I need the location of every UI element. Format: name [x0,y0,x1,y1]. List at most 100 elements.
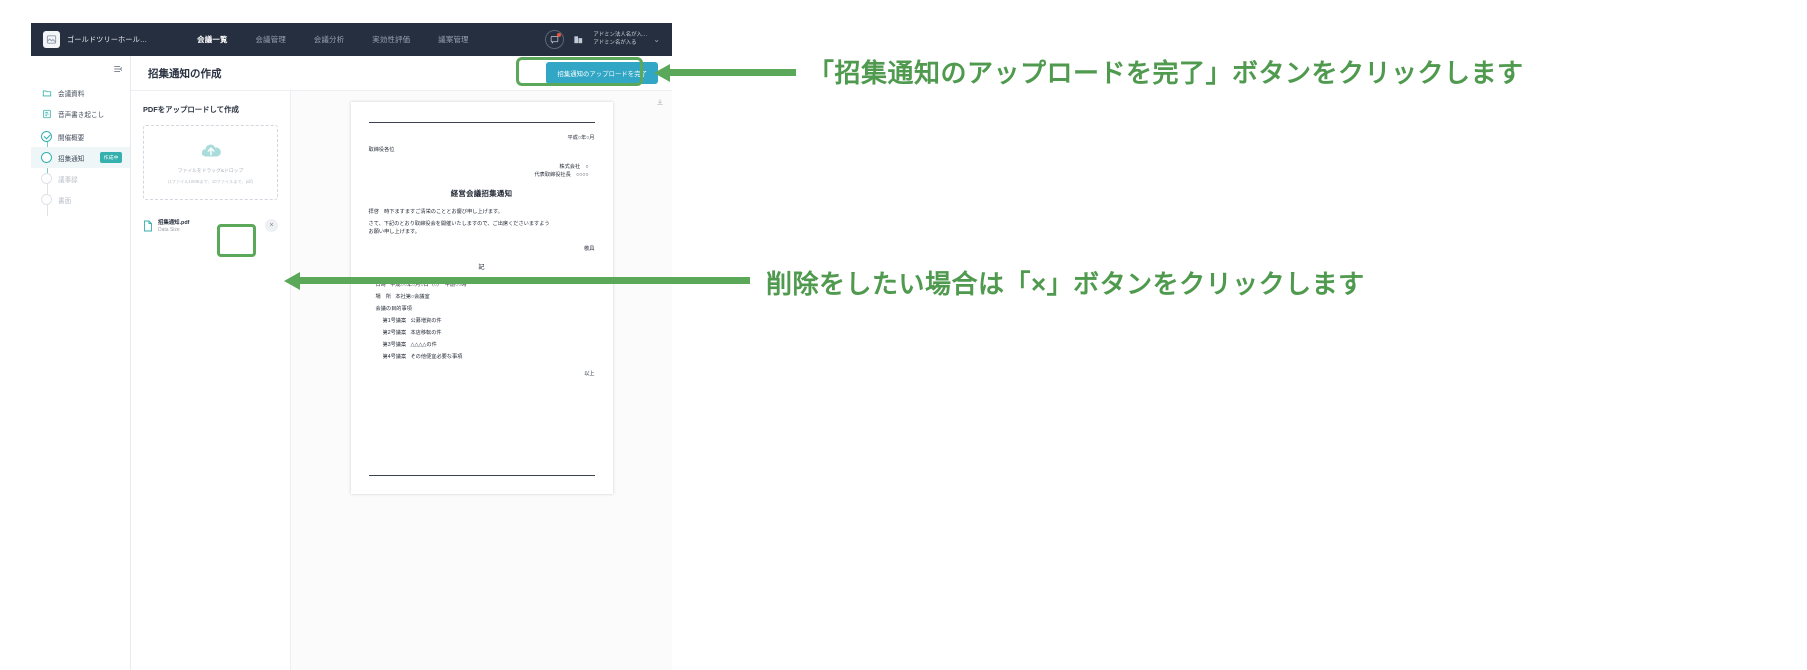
primary-button[interactable]: 招集通知のアップロードを完了 [546,62,658,84]
agenda-text: 本店移転の件 [410,329,442,336]
upload-pane: PDFをアップロードして作成 ファイルをドラッグ&ドロップ (1ファイル10MB… [131,91,291,670]
main-content: 招集通知の作成 招集通知のアップロードを完了 PDFをアップロードして作成 [131,56,672,670]
doc-company: 株式会社 ○ [559,164,589,171]
doc-end-mark: 以上 [584,371,595,378]
step-current-icon [41,152,52,163]
main-header: 招集通知の作成 招集通知のアップロードを完了 [131,56,672,91]
bottom-rule [368,475,595,476]
dropzone-secondary-text: (1ファイル10MBまで、10ファイルまで、pdf) [168,179,253,185]
doc-body-2: お願い申し上げます。 [368,228,420,235]
sidebar-item-label: 音声書き起こし [58,111,105,119]
file-meta: 招集通知.pdf Data Size [158,218,189,233]
doc-title: 経営会議招集通知 [450,189,513,199]
sidebar-item-minutes[interactable]: 議事録 [31,168,130,189]
delete-file-button[interactable]: × [265,219,278,232]
notification-dot [557,33,562,37]
file-name: 招集通知.pdf [158,220,190,226]
nav-item-effectiveness-evaluation[interactable]: 実効性評価 [372,35,411,44]
doc-agenda-heading: 会議の目的事項 [375,305,412,312]
doc-datetime-value: 平成○○年○月○日（○） 午前○○時 [390,281,467,288]
page-title: 招集通知の作成 [148,67,222,80]
doc-greeting: 拝啓 時下ますますご清栄のこととお慶び申し上げます。 [368,208,503,215]
agenda-number: 第3号議案 [382,341,407,348]
top-rule [368,122,595,123]
doc-addressee: 取締役各位 [368,147,395,154]
agenda-text: △△△△の件 [410,341,437,348]
download-icon[interactable] [656,98,664,106]
dropzone-primary-text: ファイルをドラッグ&ドロップ [177,169,244,175]
nav-right-cluster: アドミン法人名が入… アドミン名が入る ⌄ [545,30,664,49]
doc-agenda-item: 第1号議案 公募増資の件 [369,317,595,325]
step-connector-line [46,137,48,199]
sidebar-item-notice[interactable]: 招集通知 作成中 [31,147,130,168]
annotation-arrow-1 [654,64,796,82]
sidebar-collapse-row [31,60,130,82]
annotation-arrow-2 [284,272,750,290]
agenda-text: その他便宜必要な事項 [410,353,463,360]
transcript-icon [41,108,52,119]
collapse-panel-icon[interactable] [113,64,123,74]
doc-datetime-row: 日時 平成○○年○月○日（○） 午前○○時 [369,281,595,289]
account-menu[interactable]: アドミン法人名が入… アドミン名が入る ⌄ [593,32,660,47]
sidebar-item-overview[interactable]: 開催概要 [31,126,130,147]
cloud-upload-icon [200,140,222,162]
doc-agenda-item: 第4号議案 その他便宜必要な事項 [369,353,595,361]
chat-notification-icon[interactable] [545,30,565,49]
sidebar-item-label: 招集通知 [58,155,85,163]
nav-item-meeting-analysis[interactable]: 会議分析 [313,35,345,44]
application-window: ゴールドツリーホール… 会議一覧 会議管理 会議分析 実効性評価 議案管理 [31,23,672,670]
doc-body-1: さて、下記のとおり取締役会を開催いたしますので、ご出席くださいますよう [368,220,550,227]
doc-agenda-item: 第2号議案 本店移転の件 [369,329,595,337]
sidebar-item-label: 議事録 [58,176,78,184]
doc-place-row: 場 所 本社第○会議室 [369,293,595,301]
chevron-down-icon[interactable]: ⌄ [653,34,660,44]
nav-items: 会議一覧 会議管理 会議分析 実効性評価 議案管理 [183,34,482,45]
annotation-text-1: 「招集通知のアップロードを完了」ボタンをクリックします [808,58,1524,88]
sidebar-item-label: 書面 [58,197,72,205]
app-body: 会議資料 音声書き起こし 開催 [31,56,672,670]
sidebar: 会議資料 音声書き起こし 開催 [31,56,131,670]
sidebar-item-audio-transcription[interactable]: 音声書き起こし [31,103,130,124]
doc-date: 平成○年○月 [567,135,595,141]
doc-closing: 敬具 [584,245,595,252]
doc-agenda-item: 第3号議案 △△△△の件 [369,341,595,349]
nav-item-meeting-management[interactable]: 会議管理 [255,35,286,44]
account-labels: アドミン法人名が入… アドミン名が入る [593,32,647,47]
building-icon[interactable] [573,34,584,45]
doc-place-label: 場 所 [375,293,392,300]
app-logo-icon[interactable] [43,31,60,48]
sidebar-item-label: 開催概要 [58,134,85,142]
document-page: 平成○年○月 取締役各位 株式会社 ○ 代表取締役社長 ○○○○ 経営会議招集通… [350,102,613,494]
status-badge: 作成中 [100,152,122,163]
doc-place-value: 本社第○会議室 [395,293,430,300]
doc-ki-mark: 記 [478,263,485,271]
pdf-file-icon [143,220,153,232]
account-name: アドミン名が入る [593,40,637,46]
file-dropzone[interactable]: ファイルをドラッグ&ドロップ (1ファイル10MBまで、10ファイルまで、pdf… [143,125,278,200]
work-area: PDFをアップロードして作成 ファイルをドラッグ&ドロップ (1ファイル10MB… [131,91,672,670]
nav-item-meeting-list[interactable]: 会議一覧 [197,35,228,44]
doc-representative: 代表取締役社長 ○○○○ [534,172,589,179]
file-size: Data Size [158,227,180,233]
top-navigation-bar: ゴールドツリーホール… 会議一覧 会議管理 会議分析 実効性評価 議案管理 [31,23,672,56]
agenda-text: 公募増資の件 [410,317,442,324]
sidebar-item-documents[interactable]: 書面 [31,189,130,210]
step-pending-icon [41,194,52,205]
uploaded-file-row: 招集通知.pdf Data Size × [143,215,278,236]
sidebar-item-meeting-materials[interactable]: 会議資料 [31,82,130,103]
step-done-icon [41,131,52,142]
agenda-number: 第4号議案 [382,353,407,360]
doc-datetime-label: 日時 [375,281,386,288]
nav-item-agenda-management[interactable]: 議案管理 [438,35,469,44]
annotation-text-2: 削除をしたい場合は「×」ボタンをクリックします [766,269,1365,299]
agenda-number: 第2号議案 [382,329,407,336]
sidebar-item-label: 会議資料 [58,90,85,98]
upload-pane-title: PDFをアップロードして作成 [143,105,239,114]
step-pending-icon [41,173,52,184]
document-preview-pane: 平成○年○月 取締役各位 株式会社 ○ 代表取締役社長 ○○○○ 経営会議招集通… [291,91,672,670]
agenda-number: 第1号議案 [382,317,407,324]
sidebar-steps: 開催概要 招集通知 作成中 議事録 書面 [31,126,130,216]
account-organization: アドミン法人名が入… [593,32,648,39]
folder-icon [41,87,52,98]
